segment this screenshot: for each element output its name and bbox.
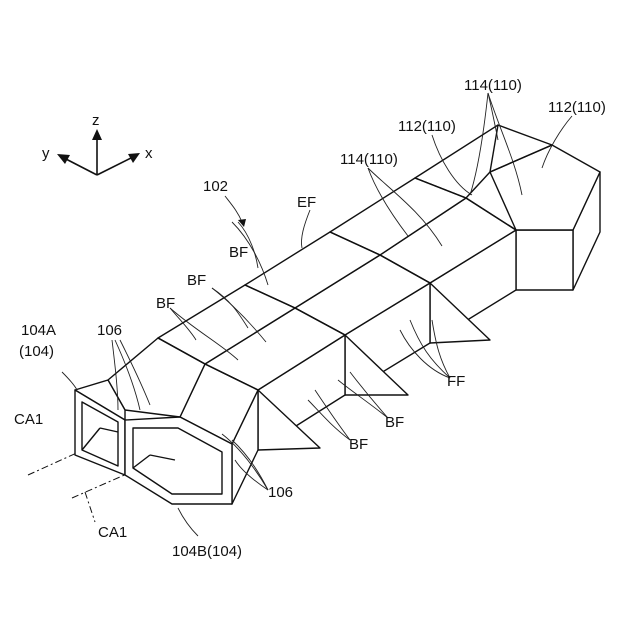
label-114-110-mid: 114(110) xyxy=(340,151,398,168)
z-axis-label: z xyxy=(92,112,100,129)
label-ca1-left: CA1 xyxy=(14,411,43,428)
label-ff: FF xyxy=(447,373,465,390)
label-112-110-mid: 112(110) xyxy=(398,118,456,135)
leader-104a xyxy=(62,372,77,390)
label-104b: 104B(104) xyxy=(172,543,242,560)
leader-bf-lower xyxy=(308,400,350,440)
label-102: 102 xyxy=(203,178,228,195)
z-arrowhead-icon xyxy=(92,129,102,140)
label-106-top: 106 xyxy=(97,322,122,339)
coordinate-axes: z y x xyxy=(42,112,153,175)
label-106-bottom: 106 xyxy=(268,484,293,501)
tubular-structure-102 xyxy=(75,125,600,504)
label-112-110-right: 112(110) xyxy=(548,99,606,116)
x-axis-label: x xyxy=(145,145,153,162)
label-114-110-top: 114(110) xyxy=(464,77,522,94)
ca1-leader xyxy=(85,492,95,522)
x-axis-arrow xyxy=(97,157,133,175)
y-axis-label: y xyxy=(42,145,50,162)
label-bf-2: BF xyxy=(187,272,206,289)
label-ca1-bottom: CA1 xyxy=(98,524,127,541)
leader-ef xyxy=(301,210,310,248)
label-bf-1: BF xyxy=(229,244,248,261)
leader-102 xyxy=(225,196,242,222)
label-bf-3: BF xyxy=(156,295,175,312)
leader-104b xyxy=(178,508,198,536)
label-104a-paren: (104) xyxy=(19,343,54,360)
label-bf-4: BF xyxy=(385,414,404,431)
label-ef: EF xyxy=(297,194,316,211)
right-side-face xyxy=(516,230,573,290)
label-bf-5: BF xyxy=(349,436,368,453)
y-axis-arrow xyxy=(64,158,97,175)
y-arrowhead-icon xyxy=(57,154,70,164)
label-104a: 104A xyxy=(21,322,56,339)
